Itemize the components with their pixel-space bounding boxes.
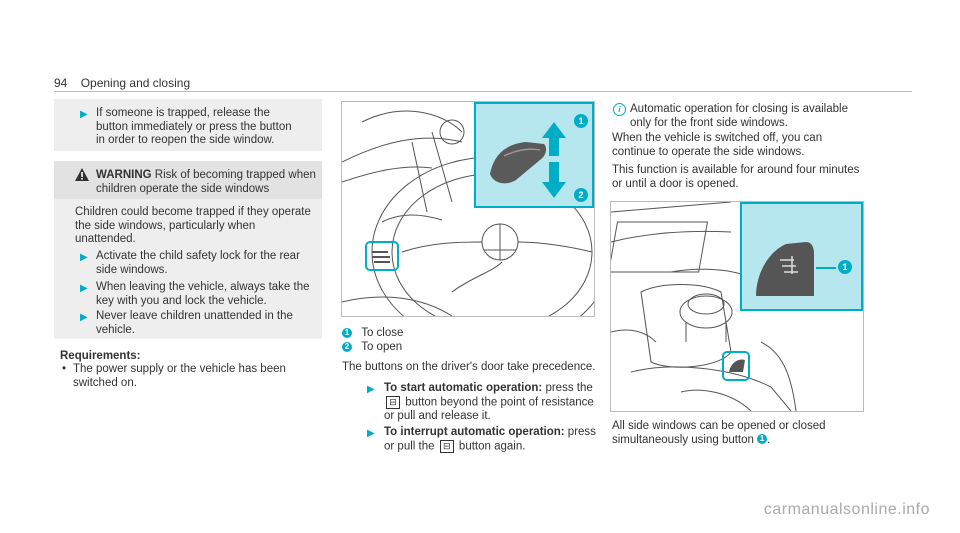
step-start-a: press the xyxy=(545,382,593,394)
para-four-minutes: This function is available for around fo… xyxy=(612,164,860,190)
callout-1: 1 xyxy=(838,260,852,274)
warning-triangle-icon xyxy=(75,168,89,181)
figure-center-console: 1 xyxy=(610,201,864,412)
legend-item-1: 1 To close xyxy=(342,327,403,341)
callout-2: 2 xyxy=(574,188,588,202)
console-callout-panel: 1 xyxy=(740,202,863,311)
bullet: • xyxy=(62,363,67,375)
warning-heading: WARNING Risk of becoming trapped when ch… xyxy=(96,169,318,196)
warning-title: Risk of becoming trapped when children o… xyxy=(96,169,316,195)
arrow-right-icon: ▶ xyxy=(80,283,88,294)
arrow-right-icon: ▶ xyxy=(80,312,88,323)
steering-wheel-icon xyxy=(342,110,594,316)
warning-step-3: Never leave children unattended in the v… xyxy=(96,310,293,336)
legend-num-2: 2 xyxy=(342,341,352,352)
step-interrupt-b: button again. xyxy=(458,440,526,453)
window-key-icon: ⊟ xyxy=(386,395,400,409)
callout-1: 1 xyxy=(574,114,588,128)
info-icon: i xyxy=(613,103,626,116)
requirements-item: The power supply or the vehicle has been… xyxy=(73,363,286,389)
page-header: 94 Opening and closing xyxy=(54,76,190,90)
warning-step-1: Activate the child safety lock for the r… xyxy=(96,250,300,276)
trapped-note: If someone is trapped, release the butto… xyxy=(96,107,292,146)
step-interrupt-a: press or pull the xyxy=(384,426,596,453)
para-switched-off: When the vehicle is switched off, you ca… xyxy=(612,132,823,158)
center-console-illustration xyxy=(611,202,797,411)
warning-header xyxy=(54,161,322,199)
legend-item-2: 2 To open xyxy=(342,341,402,355)
step-start: To start automatic operation: press the … xyxy=(384,382,598,423)
arrow-right-icon: ▶ xyxy=(80,252,88,263)
window-switch-icon xyxy=(490,122,566,198)
bottom-text-end: . xyxy=(767,433,771,446)
bottom-callout-1: 1 xyxy=(757,434,768,445)
section-title: Opening and closing xyxy=(80,76,191,90)
warning-label: WARNING xyxy=(96,169,152,181)
bottom-text-a: All side windows can be opened or closed… xyxy=(612,420,826,446)
header-rule xyxy=(54,91,912,92)
window-switch-icon xyxy=(756,242,836,296)
page-number: 94 xyxy=(54,76,68,90)
step-start-b: button beyond the point of resistance or… xyxy=(384,396,594,422)
intro-text: The buttons on the driver's door take pr… xyxy=(342,361,596,373)
step-interrupt: To interrupt automatic operation: press … xyxy=(384,426,598,454)
info-text: Automatic operation for closing is avail… xyxy=(630,103,848,129)
arrow-right-icon: ▶ xyxy=(80,109,88,120)
bottom-text: All side windows can be opened or closed… xyxy=(612,420,864,447)
legend-num-1: 1 xyxy=(342,327,352,338)
step-interrupt-label: To interrupt automatic operation: xyxy=(384,426,565,438)
window-key-icon: ⊟ xyxy=(439,439,454,453)
arrow-right-icon: ▶ xyxy=(367,428,375,439)
warning-step-2: When leaving the vehicle, always take th… xyxy=(96,281,310,307)
note-box xyxy=(54,99,322,151)
legend-text-2: To open xyxy=(361,341,403,353)
warning-body: Children could become trapped if they op… xyxy=(75,206,311,245)
callout-panel: 1 2 xyxy=(474,102,594,208)
legend-text-1: To close xyxy=(361,327,404,339)
watermark: carmanualsonline.info xyxy=(763,501,930,518)
step-start-label: To start automatic operation: xyxy=(384,382,543,394)
arrow-right-icon: ▶ xyxy=(367,384,375,395)
figure-door-switch: 1 2 xyxy=(341,101,595,317)
requirements-heading: Requirements: xyxy=(60,350,141,362)
